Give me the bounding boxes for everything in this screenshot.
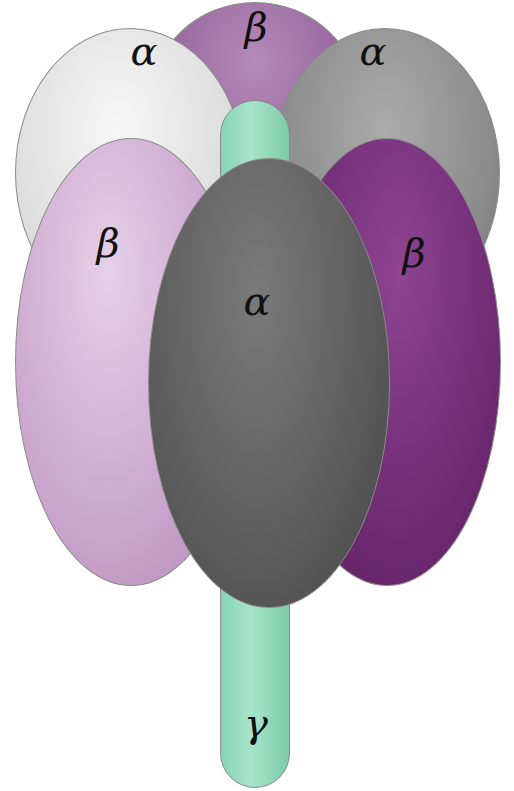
- subunit-label: β: [402, 233, 425, 273]
- subunit-label: β: [244, 7, 267, 47]
- subunit-label: β: [96, 223, 119, 263]
- subunit-label: α: [243, 281, 270, 321]
- alpha-subunit: α: [148, 158, 390, 608]
- subunit-label: α: [130, 31, 157, 71]
- subunit-label: α: [359, 31, 386, 71]
- subunit-label: γ: [244, 703, 268, 743]
